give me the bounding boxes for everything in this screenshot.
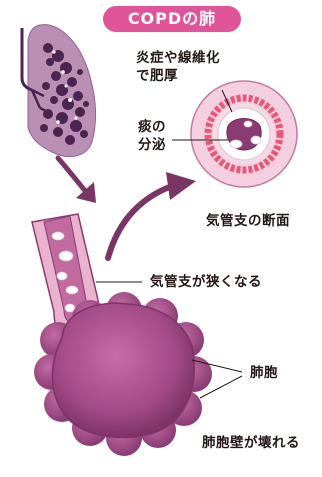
label-bronchus-narrow: 気管支が狭くなる [150,273,262,291]
label-inflammation-line2: で肥厚 [136,67,178,85]
label-alveoli: 肺胞 [250,364,278,382]
label-inflammation-line1: 炎症や線維化 [136,49,220,67]
label-phlegm-line1: 痰の [138,118,166,136]
cross-section [191,81,297,187]
label-cross-section: 気管支の断面 [206,212,290,230]
lung-illustration [22,25,95,157]
label-alveoli-wall: 肺胞壁が壊れる [202,434,300,452]
page-title: COPDの肺 [103,6,241,32]
label-phlegm-line2: 分泌 [138,136,166,154]
curved-arrow [108,172,196,258]
down-arrow [58,158,96,203]
